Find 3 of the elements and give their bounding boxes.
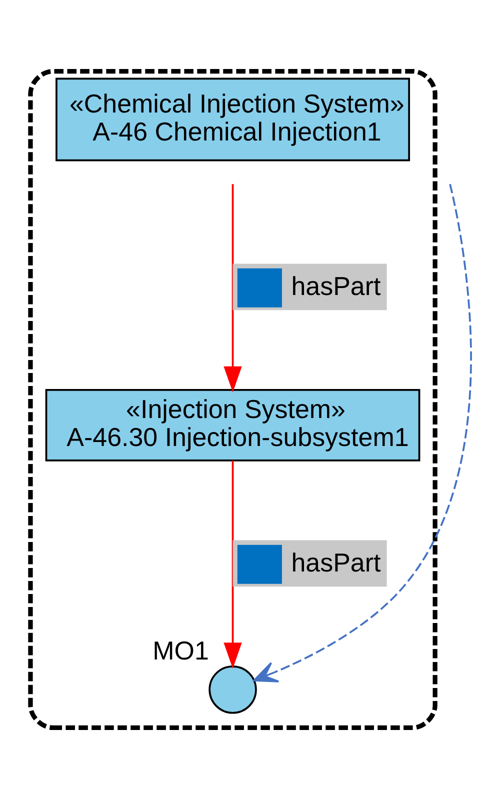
node-label: MO1 [152, 635, 209, 666]
edge-label: hasPart [291, 547, 381, 578]
edge-label: hasPart [291, 270, 381, 301]
